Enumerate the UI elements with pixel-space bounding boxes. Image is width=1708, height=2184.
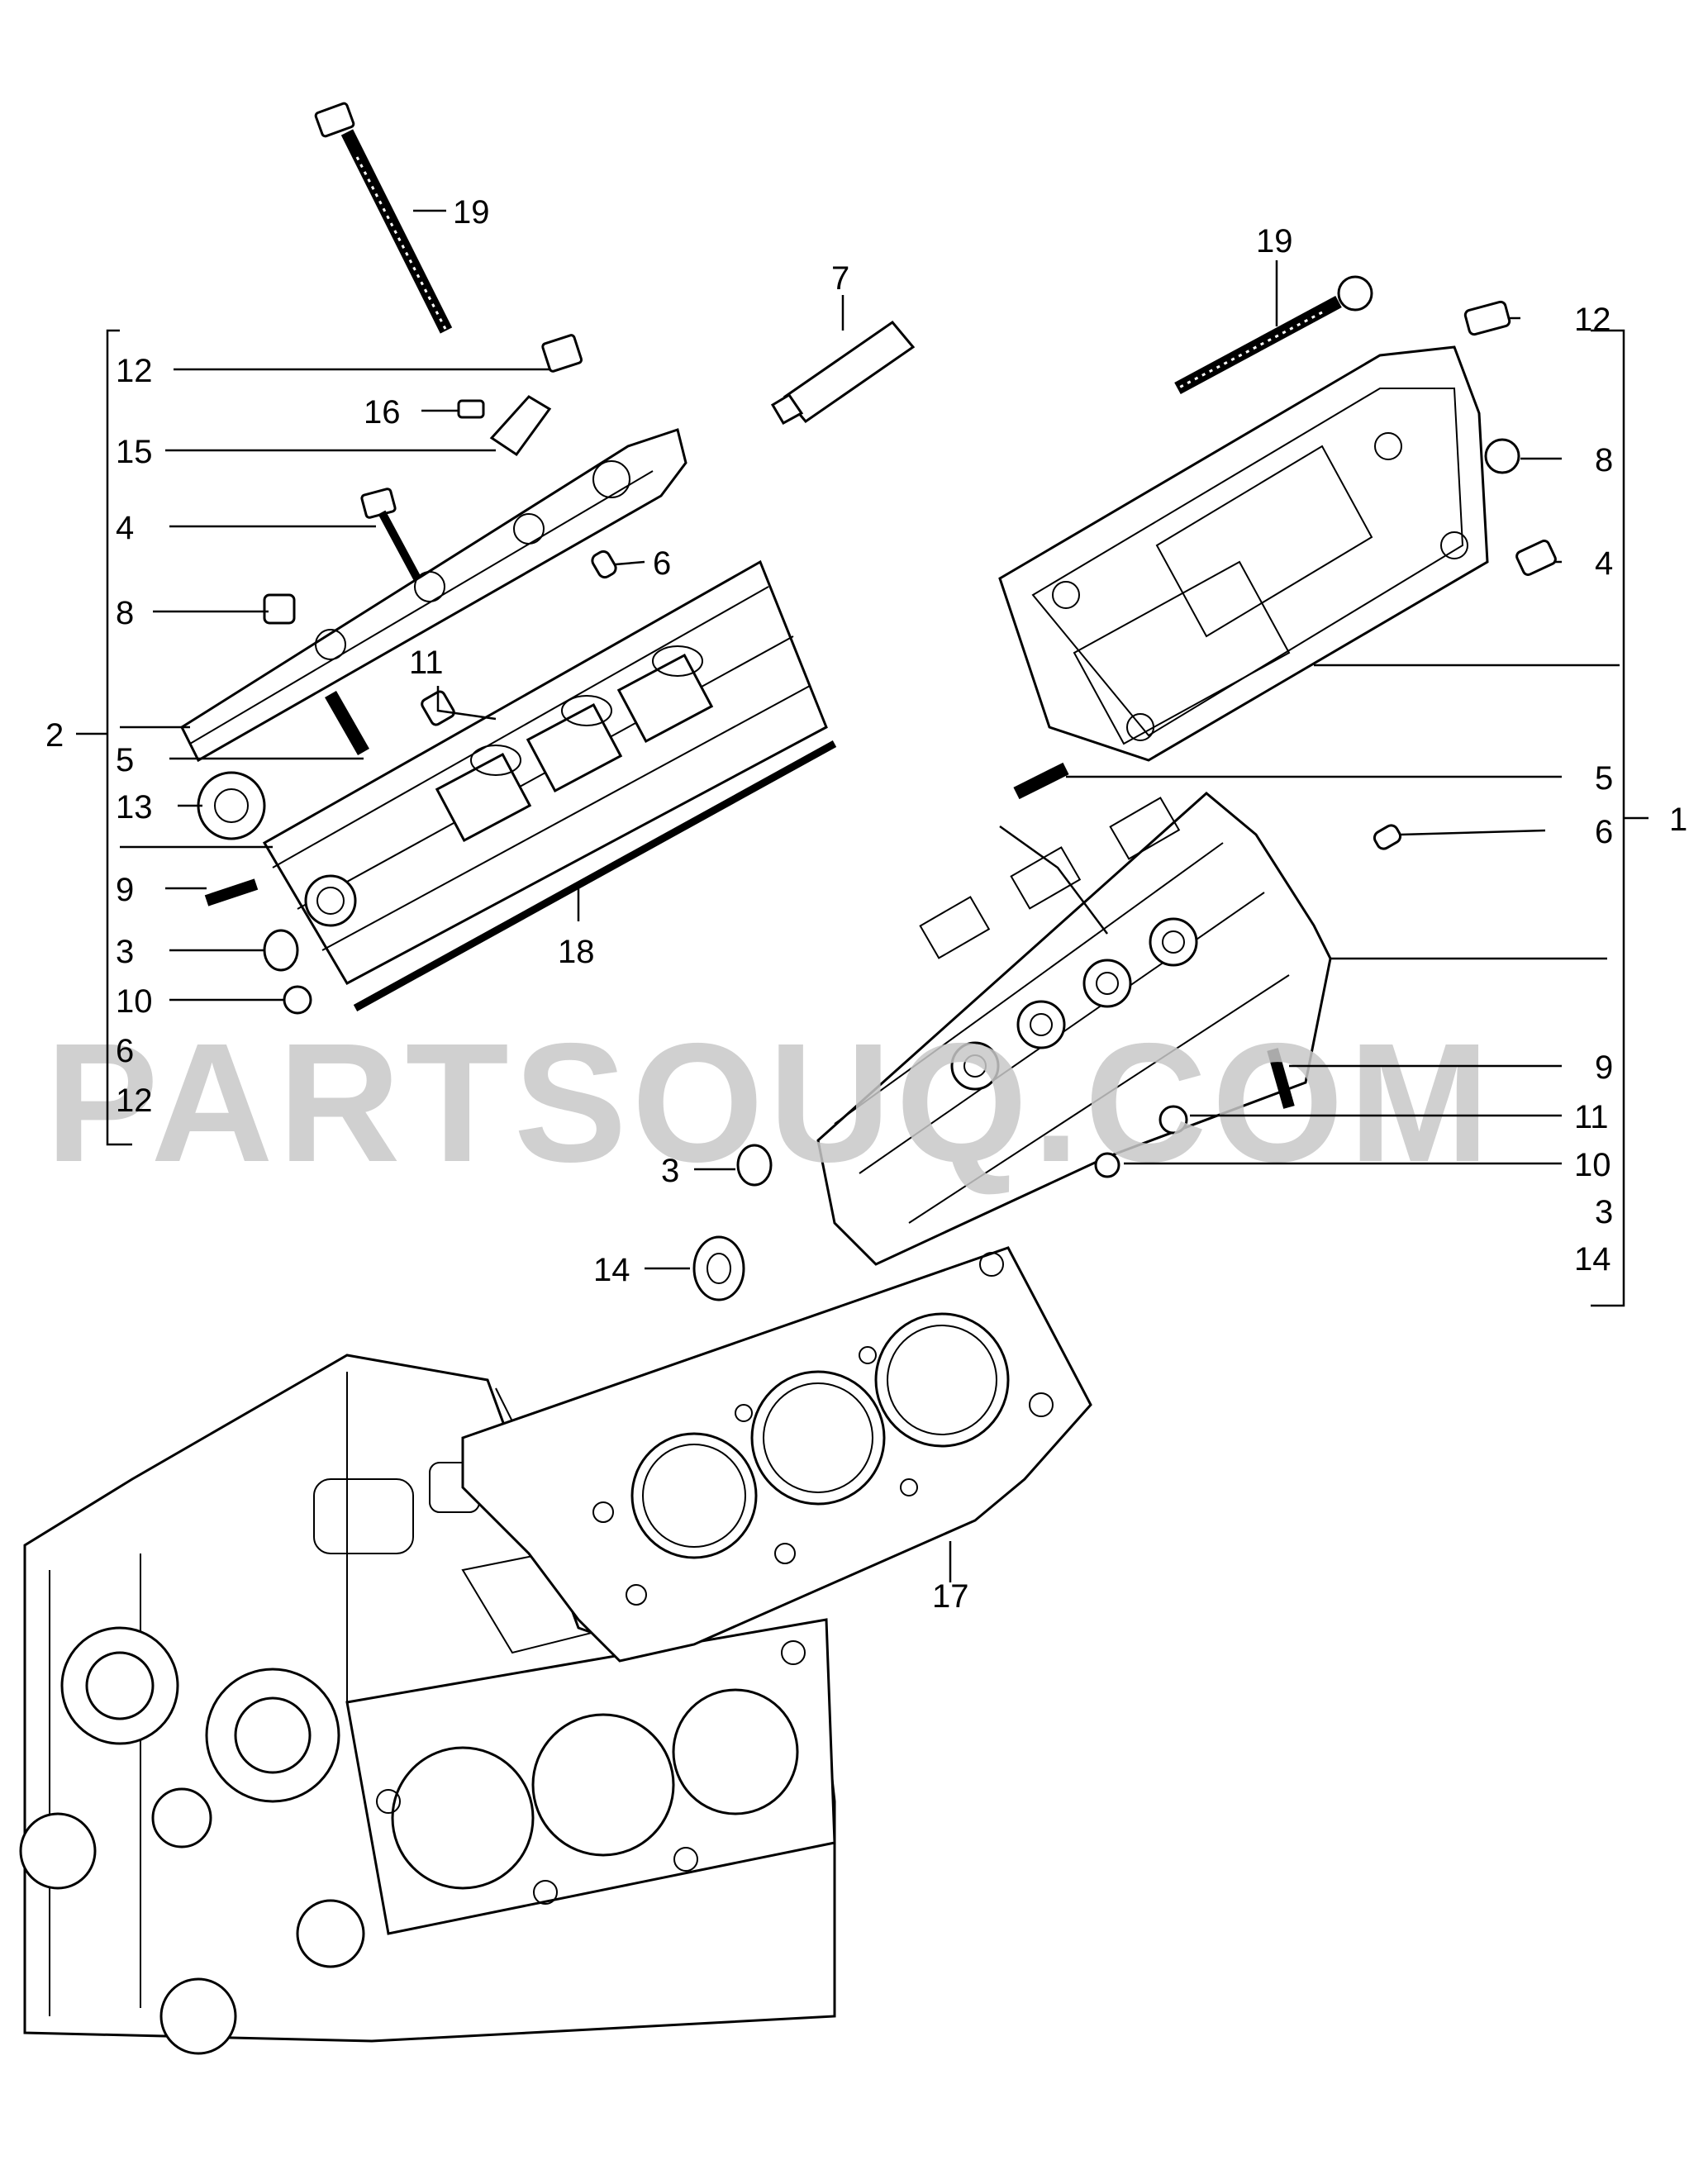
callout-4-right: 4: [1595, 545, 1613, 582]
callout-3-center: 3: [661, 1153, 679, 1189]
callout-12-left-bottom: 12: [116, 1082, 153, 1119]
stud-9-left: [204, 878, 259, 906]
left-bracket: [76, 329, 132, 1146]
callout-10-left: 10: [116, 983, 153, 1020]
callout-2: 2: [45, 717, 64, 754]
callout-12-left: 12: [116, 353, 153, 389]
callouts-center: 19 19 7 6 11 18 3 14 17: [409, 194, 1293, 1615]
callout-11-right: 11: [1574, 1099, 1609, 1135]
stud-9-right: [1267, 1048, 1295, 1109]
callout-5-right: 5: [1595, 760, 1613, 797]
watermark-text: PARTSOUQ.COM: [45, 1008, 1495, 1197]
callout-13: 13: [116, 789, 153, 826]
callout-14-center: 14: [593, 1252, 630, 1288]
seal-3-right: [736, 1144, 773, 1187]
pin-6-right: [1373, 824, 1402, 850]
callout-11-center: 11: [409, 645, 444, 681]
callout-12-right: 12: [1574, 302, 1611, 338]
nut-8-left: [263, 593, 296, 625]
sealant-tube-7: [770, 320, 916, 426]
callout-8-right: 8: [1595, 442, 1613, 478]
bolt-19-left: [314, 102, 453, 334]
callout-5-left: 5: [116, 742, 134, 778]
bolt-19-right: [1174, 275, 1373, 395]
seal-11-right: [1158, 1105, 1188, 1135]
left-cylinder-head: [262, 559, 828, 986]
bolt-4-left: [360, 488, 421, 581]
callout-15: 15: [116, 434, 153, 470]
callout-7: 7: [831, 260, 849, 297]
nut-10-right: [1094, 1152, 1120, 1178]
callout-6-center: 6: [653, 545, 671, 582]
callout-1: 1: [1669, 802, 1687, 838]
callout-8-left: 8: [116, 595, 134, 631]
callout-9-right: 9: [1595, 1049, 1613, 1086]
callouts-left: 12 16 15 4 8 2 5 13 9 3 10 6 12: [45, 353, 401, 1119]
stud-5-right: [1013, 762, 1069, 800]
callout-16: 16: [364, 394, 401, 431]
right-valve-cover: [998, 345, 1489, 762]
seal-14: [692, 1235, 745, 1301]
engine-block: [19, 1354, 836, 2055]
callout-19-left: 19: [453, 194, 490, 231]
callout-3-left: 3: [116, 934, 134, 970]
bolt-4-right: [1515, 540, 1557, 576]
callout-10-right: 10: [1574, 1147, 1611, 1183]
right-bracket: [1591, 329, 1649, 1307]
bolt-16: [457, 399, 485, 419]
leader-lines: [120, 209, 1620, 1582]
sensor-15: [489, 395, 552, 457]
seal-3-left: [263, 929, 299, 972]
callout-14-right: 14: [1574, 1241, 1611, 1278]
pin-6-left: [591, 550, 617, 579]
sprocket-13: [197, 771, 266, 840]
callout-18: 18: [558, 934, 595, 970]
seal-8-right: [1484, 438, 1520, 474]
callout-6-left: 6: [116, 1033, 134, 1069]
callout-17: 17: [932, 1578, 969, 1615]
bolt-12-right: [1463, 300, 1511, 336]
bolt-12-left: [541, 334, 583, 373]
stud-5-left: [325, 691, 369, 755]
callout-3-right: 3: [1595, 1194, 1613, 1230]
callouts-right: 12 8 4 5 6 1 9 11 10 3 14: [1574, 302, 1687, 1278]
callout-6-right: 6: [1595, 814, 1613, 850]
head-gasket-17: [461, 1246, 1092, 1663]
gasket-strip-18: [353, 740, 837, 1011]
callout-19-right: 19: [1256, 223, 1293, 259]
right-cylinder-head: [816, 792, 1332, 1266]
left-camshaft-housing: [180, 428, 687, 763]
callout-9-left: 9: [116, 872, 134, 908]
callout-4-left: 4: [116, 510, 134, 546]
